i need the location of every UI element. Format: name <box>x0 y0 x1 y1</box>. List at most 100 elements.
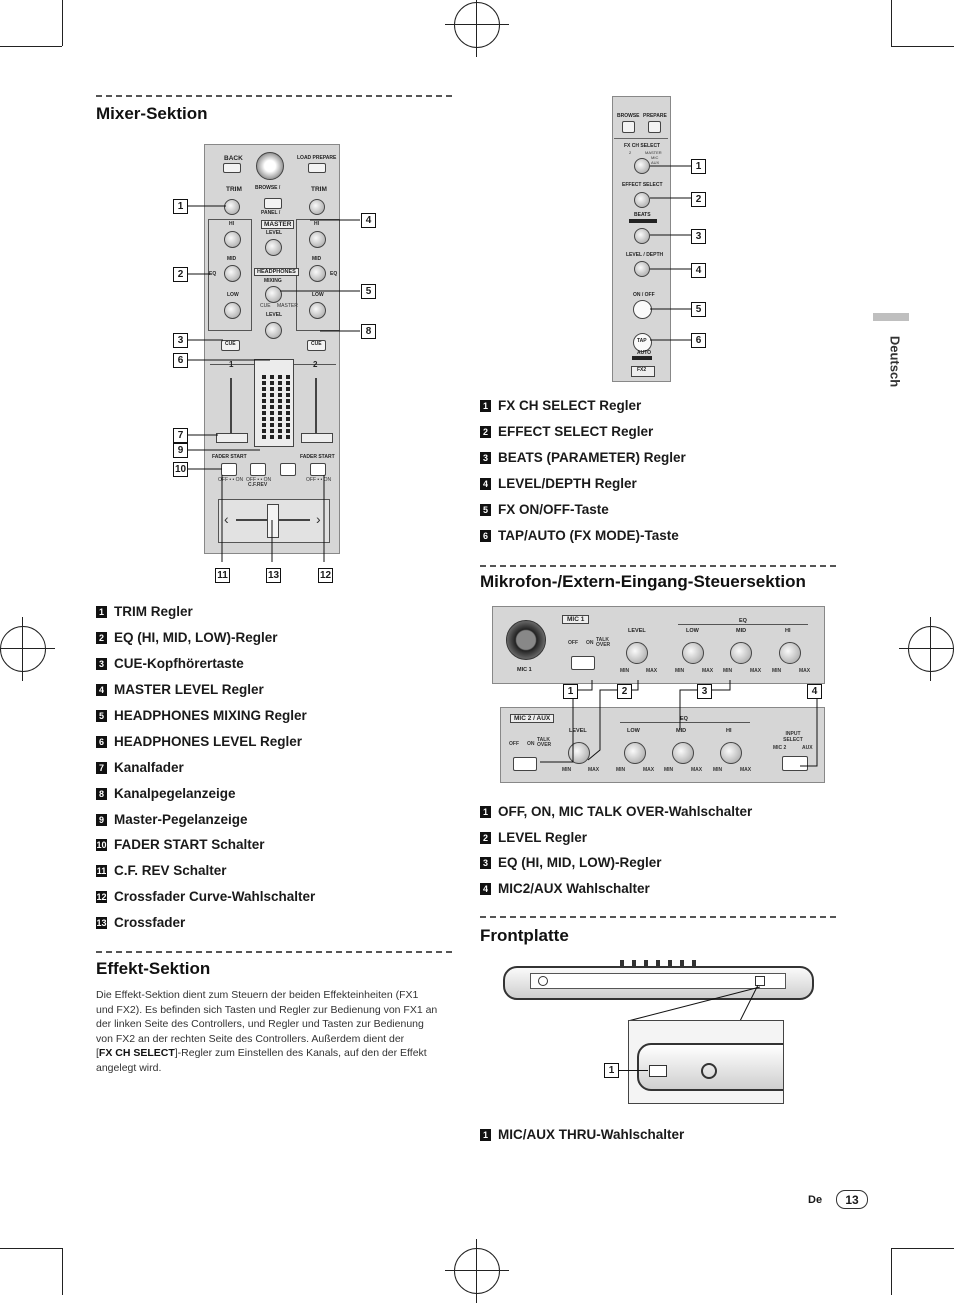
crop-mark <box>62 0 63 46</box>
trim-label-1: TRIM <box>226 186 242 193</box>
channel-fader-track-1 <box>230 378 232 438</box>
off-on-label-2: OFF • • ON <box>246 477 272 483</box>
channel-fader-track-2 <box>315 378 317 438</box>
min-label: MIN <box>675 668 685 674</box>
crop-mark <box>891 0 892 46</box>
page-number: 13 <box>836 1190 868 1209</box>
mic1-jack-label: MIC 1 <box>517 667 532 673</box>
front-leader <box>618 1070 648 1071</box>
front-jack-icon <box>538 976 548 986</box>
mic-callout-2: 2 <box>617 684 632 699</box>
min-label: MIN <box>713 767 723 773</box>
crop-mark <box>62 1248 63 1295</box>
mixing-label: MIXING <box>264 278 282 284</box>
fx-prepare-label: PREPARE <box>643 113 667 119</box>
mic2-on-label: ON <box>527 741 535 747</box>
fader-start-label-2: FADER START <box>300 454 335 460</box>
mic1-eq-label: EQ <box>737 618 749 624</box>
max-label: MAX <box>702 668 714 674</box>
callout-10: 10 <box>173 462 188 477</box>
cf-rev-switch <box>250 463 266 476</box>
fx-callout-4: 4 <box>691 263 706 278</box>
mic1-mid-label: MID <box>736 628 747 634</box>
hi-knob-2 <box>309 231 326 248</box>
load-prepare-button <box>308 163 326 173</box>
cue-button-1 <box>221 340 240 351</box>
mixer-leader-lines <box>188 205 360 562</box>
registration-mark <box>445 0 509 57</box>
mid-knob-1 <box>224 265 241 282</box>
fx2-box <box>631 366 655 377</box>
mic2-hi-knob <box>720 742 742 764</box>
front-switch-icon <box>755 976 765 986</box>
mic2-eq-line <box>620 722 750 723</box>
section-divider <box>96 951 452 953</box>
level-depth-knob <box>634 261 650 277</box>
fader-start-label-1: FADER START <box>212 454 247 460</box>
callout-5: 5 <box>361 284 376 299</box>
input-select-switch <box>782 756 808 771</box>
callout-3: 3 <box>173 333 188 348</box>
mixing-cue-label: CUE <box>260 303 271 309</box>
beats-sublabel-bar <box>629 219 657 223</box>
max-label: MAX <box>646 668 658 674</box>
effect-select-label: EFFECT SELECT <box>622 182 663 188</box>
auto-label: AUTO <box>637 350 652 356</box>
low-label-1: LOW <box>227 292 239 298</box>
panel-label: PANEL / <box>261 210 281 216</box>
mic-callout-3: 3 <box>697 684 712 699</box>
callout-1: 1 <box>173 199 188 214</box>
body-line: angelegt wird. <box>96 1061 162 1074</box>
min-label: MIN <box>562 767 572 773</box>
crop-mark <box>0 1248 62 1249</box>
mid-label-1: MID <box>227 256 237 262</box>
browse-label: BROWSE / <box>255 185 281 191</box>
max-label: MAX <box>799 668 811 674</box>
crossfader-knob <box>267 504 279 538</box>
mic1-talk-over-label: TALK OVER <box>596 637 611 648</box>
headphones-label: HEADPHONES <box>254 268 299 276</box>
mic1-level-label: LEVEL <box>628 628 646 634</box>
low-knob-1 <box>224 302 241 319</box>
section-divider <box>96 95 452 97</box>
mic2-low-knob <box>624 742 646 764</box>
effect-select-knob <box>634 192 650 208</box>
front-callout-1: 1 <box>604 1063 619 1078</box>
language-label: Deutsch <box>887 335 903 388</box>
mic-section-title: Mikrofon-/Extern-Eingang-Steuersektion <box>480 572 806 591</box>
mixer-section-title: Mixer-Sektion <box>96 104 208 123</box>
master-label: MASTER <box>261 220 295 229</box>
beats-label: BEATS <box>634 212 651 218</box>
trim-knob-1 <box>224 199 240 215</box>
mixing-master-label: MASTER <box>277 303 298 309</box>
mic-aux-thru-switch <box>649 1065 667 1077</box>
crop-mark <box>0 46 62 47</box>
registration-mark <box>0 617 55 681</box>
crossfader-curve-switch <box>280 463 296 476</box>
callout-7: 7 <box>173 428 188 443</box>
body-line: Die Effekt-Sektion dient zum Steuern der… <box>96 989 419 1001</box>
mic2-mode-switch <box>513 757 537 771</box>
cue-button-2 <box>307 340 326 351</box>
callout-13: 13 <box>266 568 281 583</box>
crop-mark <box>891 46 954 47</box>
fx-ch-select-label: FX CH SELECT <box>624 143 661 149</box>
effect-section-title: Effekt-Sektion <box>96 959 211 978</box>
master-level-label: LEVEL <box>266 230 283 236</box>
body-line: von FX2 an der rechten Seite des Control… <box>96 1032 405 1045</box>
body-line: [FX CH SELECT]-Regler zum Einstellen des… <box>96 1047 427 1059</box>
xlr-jack-icon <box>506 620 546 660</box>
mic2-off-label: OFF <box>509 741 519 747</box>
fx-browse-button <box>622 121 635 133</box>
section-divider <box>480 916 836 918</box>
